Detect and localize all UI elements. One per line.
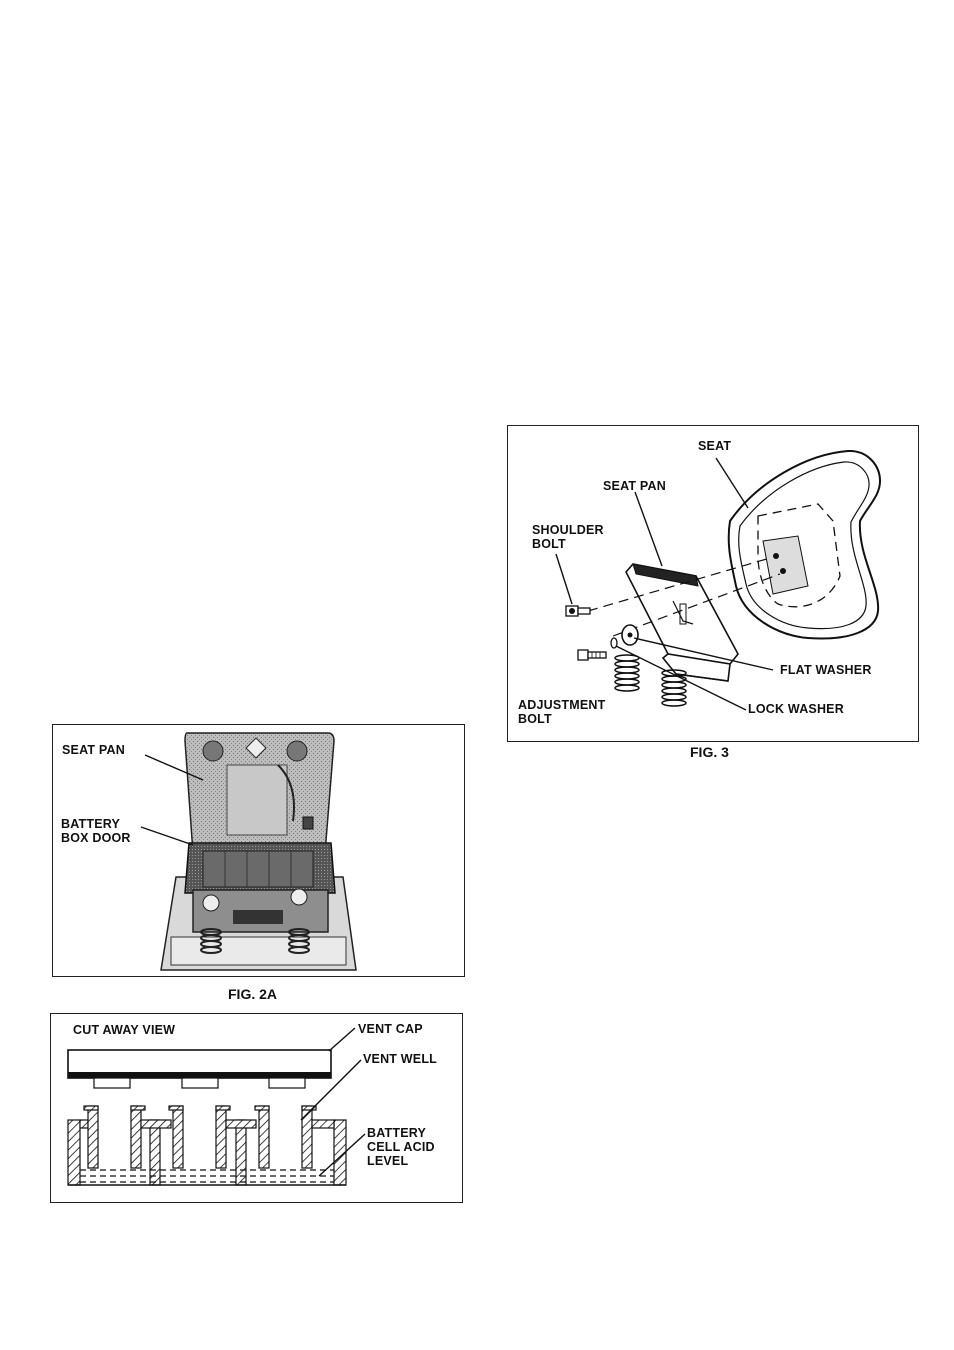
fig3-panel: SEAT SEAT PAN SHOULDER BOLT FLAT WASHER …	[507, 425, 919, 742]
cutaway-illustration	[51, 1014, 462, 1202]
fig2a-caption: FIG. 2A	[228, 986, 277, 1002]
cutaway-panel: CUT AWAY VIEW VENT CAP VENT WELL BATTERY…	[50, 1013, 463, 1203]
label-lock-washer: LOCK WASHER	[748, 702, 844, 716]
battery-box-photo	[53, 725, 464, 976]
leader-seat-pan	[635, 492, 662, 566]
spring-right	[662, 670, 686, 706]
label-flat-washer: FLAT WASHER	[780, 663, 872, 677]
adjustment-bolt-part	[578, 650, 606, 660]
label-seat: SEAT	[698, 439, 731, 453]
battery-cells	[68, 1106, 346, 1185]
leader-shoulder-bolt	[556, 554, 572, 604]
label-vent-well: VENT WELL	[363, 1052, 437, 1066]
label-acid-level: BATTERY CELL ACID LEVEL	[367, 1126, 435, 1168]
fig3-caption: FIG. 3	[690, 744, 729, 760]
shoulder-bolt-part	[566, 606, 590, 616]
label-fig2a-seat-pan: SEAT PAN	[62, 743, 125, 757]
label-shoulder-bolt: SHOULDER BOLT	[532, 523, 604, 551]
leader-vent-cap	[329, 1028, 355, 1051]
seat-assembly-illustration	[508, 426, 918, 741]
label-vent-cap: VENT CAP	[358, 1022, 423, 1036]
spring-left	[615, 655, 639, 691]
label-fig2a-battery-box-door: BATTERY BOX DOOR	[61, 817, 131, 845]
leader-seat	[716, 458, 748, 508]
label-cutaway-title: CUT AWAY VIEW	[73, 1023, 175, 1037]
label-seat-pan: SEAT PAN	[603, 479, 666, 493]
leader-fig2a-door	[141, 827, 193, 845]
acid-level-lines	[80, 1170, 334, 1182]
fig2a-panel: SEAT PAN BATTERY BOX DOOR	[52, 724, 465, 977]
label-adjustment-bolt: ADJUSTMENT BOLT	[518, 698, 605, 726]
seat-hole-2	[780, 568, 786, 574]
seat-outline	[729, 451, 880, 639]
seat-hole-1	[773, 553, 779, 559]
